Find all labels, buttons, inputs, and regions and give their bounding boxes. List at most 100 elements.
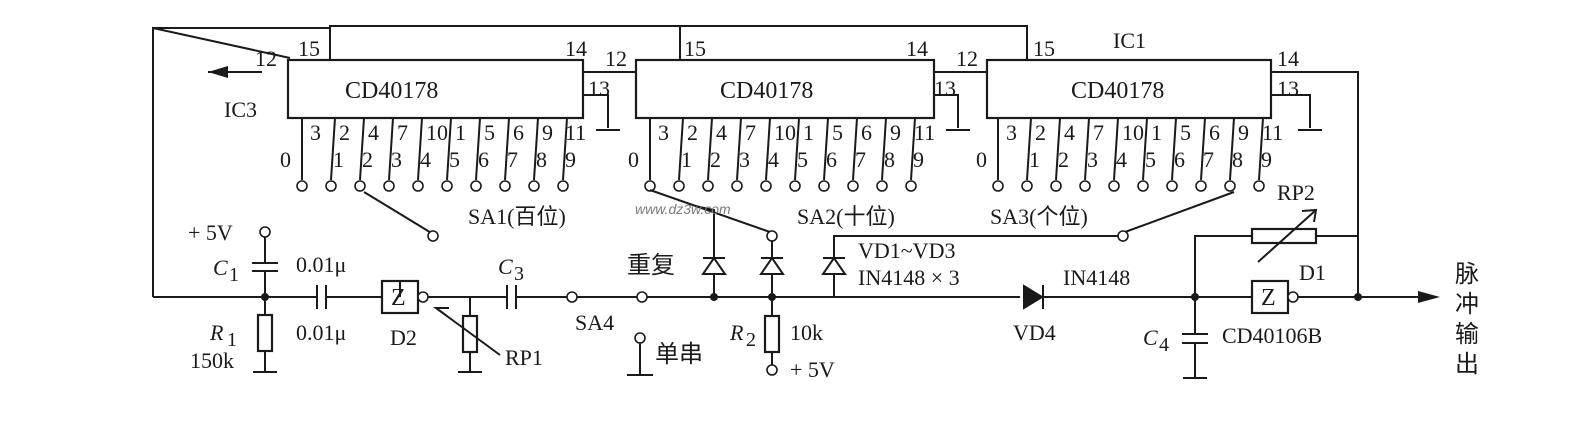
ic2-contact: [702, 180, 714, 192]
ic1-digit-label: 9: [1261, 147, 1272, 172]
ic3-digit-label: 7: [507, 147, 518, 172]
ic3-output-lead: [359, 117, 365, 181]
ic3-contact: [499, 180, 511, 192]
ic1-digit-label: 5: [1145, 147, 1156, 172]
ic3-pin15: 15: [298, 36, 320, 61]
ic1-contact: [1108, 180, 1120, 192]
ic3-pin-number: 4: [368, 120, 379, 145]
d2-schmitt: Z: [391, 285, 406, 311]
ic1-output-lead: [1229, 117, 1235, 181]
r2-resistor: R 2 10k + 5V: [729, 297, 835, 382]
ic2-output-lead: [707, 117, 713, 181]
ic3-contact: [557, 180, 569, 192]
ic3-output-lead: [562, 117, 568, 181]
ic1-name: CD40178: [1071, 78, 1164, 104]
supply-bottom-label: + 5V: [790, 357, 835, 382]
ic1-pin-number: 1: [1151, 120, 1162, 145]
diodes-vd1-vd3: VD1~VD3 IN4148 × 3 重复: [627, 238, 960, 297]
r1-name: R: [209, 320, 224, 345]
oscillator: + 5V C 1 0.01μ R 1 150k 0.01μ Z D2 RP1: [188, 220, 567, 373]
ic2-digit-label: 7: [855, 147, 866, 172]
ic1-contact: [1253, 180, 1265, 192]
ic1-digit-label: 3: [1087, 147, 1098, 172]
ic3-digit-label: 3: [391, 147, 402, 172]
c4-sub: 4: [1159, 334, 1169, 356]
ic1-contact: [1137, 180, 1149, 192]
ic2-digit-label: 3: [739, 147, 750, 172]
ic2-contact: [847, 180, 859, 192]
ic2-contact: [731, 180, 743, 192]
ic3-label: IC3: [224, 97, 257, 122]
ic3-digit-label: 4: [420, 147, 431, 172]
selector-switches: SA1(百位) SA2(十位) SA3(个位): [363, 189, 1235, 297]
c2-value: 0.01μ: [296, 320, 346, 345]
ic1-output-lead: [1113, 117, 1119, 181]
ic2-digit-label: 8: [884, 147, 895, 172]
ic3-contact: [528, 180, 540, 192]
ic1-pin-number: 7: [1093, 120, 1104, 145]
single-label: 单串: [655, 341, 703, 368]
ic2-pin-number: 10: [774, 120, 796, 145]
ic3-pin-number: 7: [397, 120, 408, 145]
feedback-wires: [152, 25, 1359, 298]
r2-sub: 2: [746, 329, 756, 351]
c4-name: C: [1143, 325, 1158, 350]
ic3-output-lead: [388, 117, 394, 181]
ic3-pin-number: 10: [426, 120, 448, 145]
ic1-pin14: 14: [1277, 46, 1299, 71]
c1-sub: 1: [229, 264, 239, 286]
ic3-pin-number: 3: [310, 120, 321, 145]
ic1-pin-number: 4: [1064, 120, 1075, 145]
repeat-label: 重复: [627, 252, 675, 279]
ic3-digit-label: 5: [449, 147, 460, 172]
ic3-pin-number: 2: [339, 120, 350, 145]
sa2-label: SA2(十位): [797, 204, 895, 229]
sa4-switch: SA4 单串: [566, 291, 1020, 376]
ic1-output-lead: [1142, 117, 1148, 181]
ic2-output-lead: [678, 117, 684, 181]
ic2-pin14: 14: [906, 36, 928, 61]
ic2-pin12: 12: [605, 46, 627, 71]
ic2-pin-number: 6: [861, 120, 872, 145]
ic3-pin12: 12: [255, 46, 277, 71]
ic1-contact: [1050, 180, 1062, 192]
ic2-pin13: 13: [934, 76, 956, 101]
ic2-pin-number: 9: [890, 120, 901, 145]
ic2-digit-label: 0: [628, 147, 639, 172]
ic3-name: CD40178: [345, 78, 438, 104]
ic3-digit-label: 2: [362, 147, 373, 172]
ic2-digit-label: 2: [710, 147, 721, 172]
sa4-label: SA4: [575, 310, 614, 335]
ic3-pin-number: 1: [455, 120, 466, 145]
ic3-pin14: 14: [565, 36, 587, 61]
d2-label: D2: [390, 325, 417, 350]
ic1-pin-number: 9: [1238, 120, 1249, 145]
ic2-output-lead: [881, 117, 887, 181]
output-char-2: 冲: [1455, 291, 1479, 318]
ic2-pin-number: 2: [687, 120, 698, 145]
ic3-contact: [325, 180, 337, 192]
ic2-output-lead: [823, 117, 829, 181]
r1-value: 150k: [190, 348, 234, 373]
r2-name: R: [729, 320, 744, 345]
c1-value: 0.01μ: [296, 252, 346, 277]
ic2-output-lead: [765, 117, 771, 181]
ic1-digit-label: 0: [976, 147, 987, 172]
ic1-label: IC1: [1113, 28, 1146, 53]
ic1-output-lead: [1055, 117, 1061, 181]
output-char-1: 脉: [1455, 261, 1479, 288]
vd-part-label: IN4148 × 3: [858, 265, 960, 290]
ic3-digit-label: 8: [536, 147, 547, 172]
ic1-digit-label: 4: [1116, 147, 1127, 172]
ic3-digit-label: 0: [280, 147, 291, 172]
rp2-label: RP2: [1277, 180, 1315, 205]
vd4-label: VD4: [1013, 320, 1056, 345]
ic3-output-lead: [417, 117, 423, 181]
ic1-contact: [1195, 180, 1207, 192]
ic1-output-lead: [1258, 117, 1264, 181]
